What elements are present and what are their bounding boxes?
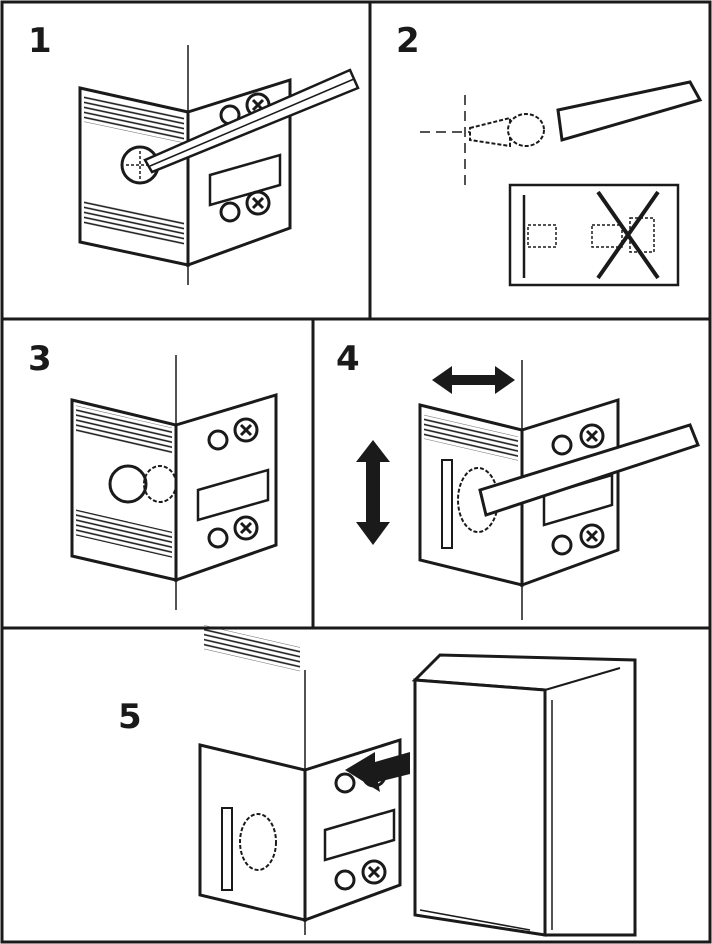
step-number-2: 2	[396, 21, 420, 61]
step-number-1: 1	[28, 21, 52, 61]
step-number-5: 5	[118, 697, 142, 737]
panel-2-illustration	[420, 80, 703, 287]
panel-4-illustration	[356, 360, 700, 620]
panel-5-illustration	[198, 625, 637, 937]
panel-3-illustration	[70, 355, 278, 610]
panel-1-illustration	[78, 45, 360, 285]
step-number-3: 3	[28, 339, 52, 379]
step-number-4: 4	[336, 339, 360, 379]
